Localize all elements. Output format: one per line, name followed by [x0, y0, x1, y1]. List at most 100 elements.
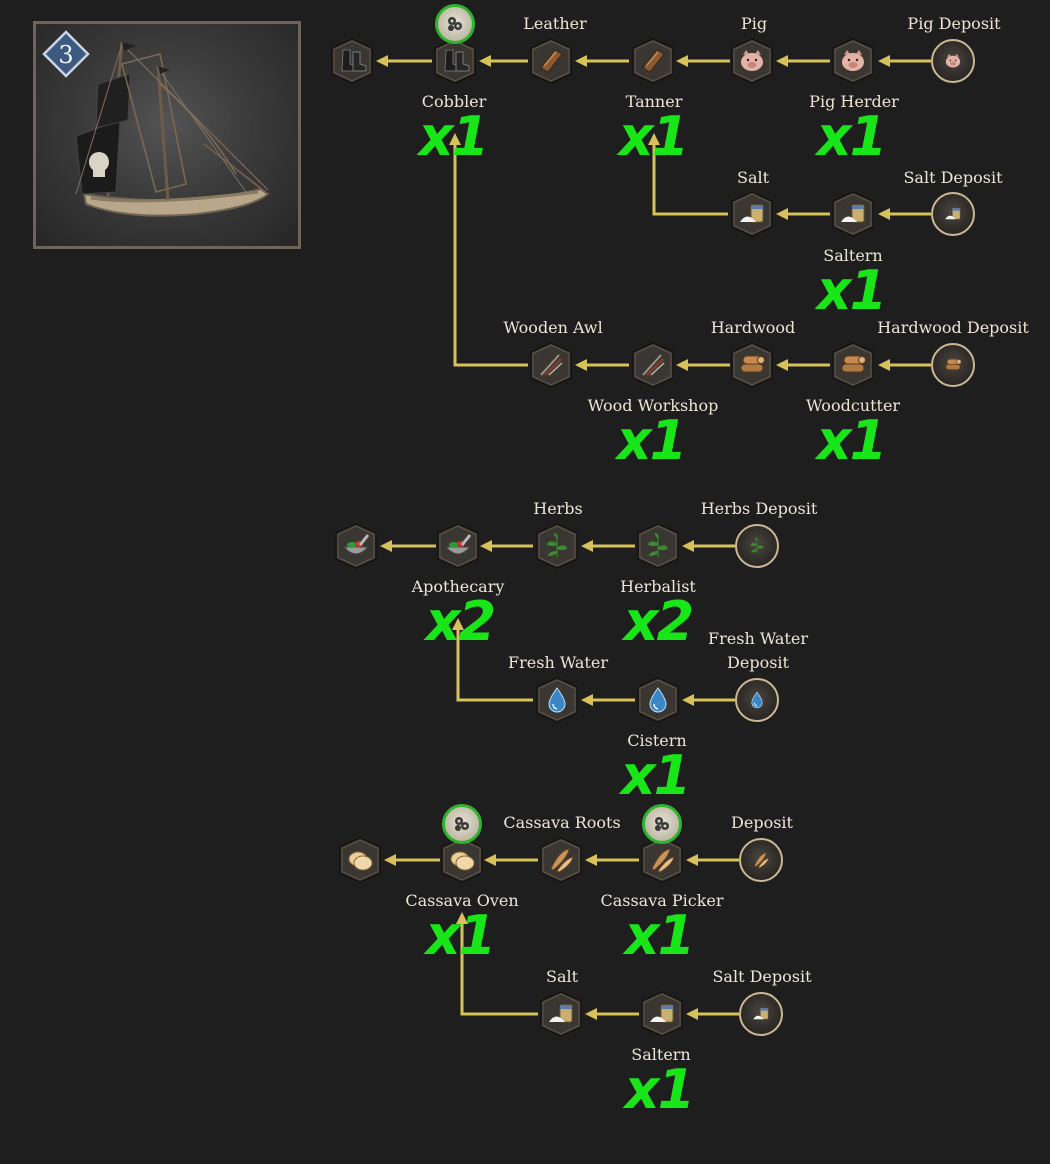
gear-cluster-icon: [448, 17, 462, 31]
awl-icon: [632, 342, 674, 388]
apothecary-label: Apothecary: [411, 577, 505, 596]
fresh-water-deposit-node[interactable]: [735, 678, 779, 722]
saltern-label-2: Saltern: [631, 1045, 691, 1064]
saltern-node-2[interactable]: [640, 991, 684, 1037]
arrow-c2-water-to-apothecary: [452, 618, 533, 702]
pig-herder-count: x1: [816, 105, 887, 168]
apothecary-node[interactable]: [436, 523, 480, 569]
saltern-node[interactable]: [831, 191, 875, 237]
salt-deposit-label: Salt Deposit: [903, 168, 1003, 187]
arrow-c1-wood-2: [676, 359, 730, 371]
arrow-c3-salt-to-oven: [456, 912, 538, 1016]
woodcutter-label: Woodcutter: [805, 396, 901, 415]
wood-workshop-node[interactable]: [631, 342, 675, 388]
arrow-c1-awl-to-cobbler: [449, 133, 528, 367]
cassava-root-icon: [641, 837, 683, 883]
arrow-c1-r1-1: [776, 55, 830, 67]
herbs-deposit-node[interactable]: [735, 524, 779, 568]
pig-label: Pig: [740, 14, 768, 33]
wooden-awl-label: Wooden Awl: [503, 318, 603, 337]
bread-product-node[interactable]: [338, 837, 382, 883]
logs-icon: [832, 342, 874, 388]
fresh-water-deposit-label: Fresh Water Deposit: [708, 627, 808, 675]
fresh-water-label: Fresh Water: [508, 653, 608, 672]
hardwood-deposit-node[interactable]: [931, 343, 975, 387]
salt-label-2: Salt: [545, 967, 579, 986]
pig-herder-node[interactable]: [831, 38, 875, 84]
hardwood-node[interactable]: [730, 342, 774, 388]
cassava-roots-node[interactable]: [539, 837, 583, 883]
salt-deposit-node[interactable]: [931, 192, 975, 236]
arrow-c2-r1-2: [480, 540, 533, 552]
boots-icon: [331, 38, 373, 84]
cassava-picker-upgrade-badge[interactable]: [642, 804, 682, 844]
arrow-c1-wood-0: [878, 359, 931, 371]
medicine-product-node[interactable]: [334, 523, 378, 569]
wood-workshop-count: x1: [616, 409, 687, 472]
leather-icon: [632, 38, 674, 84]
tier-number: 3: [58, 41, 73, 69]
arrow-c1-salt-to-tanner: [648, 133, 728, 216]
salt-node-2[interactable]: [539, 991, 583, 1037]
arrow-c1-salt-0: [878, 208, 931, 220]
herbalist-node[interactable]: [636, 523, 680, 569]
awl-icon: [530, 342, 572, 388]
arrow-c1-r1-5: [376, 55, 432, 67]
tier-badge: 3: [42, 30, 90, 78]
wood-workshop-label: Wood Workshop: [587, 396, 719, 415]
herbs-node[interactable]: [535, 523, 579, 569]
arrow-c3-r1-1: [585, 854, 639, 866]
cobbler-upgrade-badge[interactable]: [435, 4, 475, 44]
ship-portrait: 3: [33, 21, 301, 249]
cassava-picker-label: Cassava Picker: [600, 891, 724, 910]
pig-icon: [832, 38, 874, 84]
leather-node[interactable]: [529, 38, 573, 84]
cistern-node[interactable]: [636, 677, 680, 723]
fresh-water-node[interactable]: [535, 677, 579, 723]
saltern-count-2: x1: [624, 1058, 695, 1121]
woodcutter-node[interactable]: [831, 342, 875, 388]
cassava-oven-upgrade-badge[interactable]: [442, 804, 482, 844]
arrow-c1-wood-1: [776, 359, 830, 371]
cistern-label: Cistern: [627, 731, 687, 750]
arrow-c1-salt-1: [776, 208, 830, 220]
arrow-c3-r1-3: [384, 854, 440, 866]
arrow-c3-salt-0: [686, 1008, 739, 1020]
herbs-label: Herbs: [533, 499, 583, 518]
pig-icon: [731, 38, 773, 84]
herbalist-count: x2: [623, 590, 694, 653]
pig-deposit-node[interactable]: [931, 39, 975, 83]
boots-product-node[interactable]: [330, 38, 374, 84]
cobbler-count: x1: [418, 105, 489, 168]
herbs-icon: [750, 537, 764, 554]
woodcutter-count: x1: [816, 409, 887, 472]
cassava-oven-node[interactable]: [440, 837, 484, 883]
hardwood-deposit-label: Hardwood Deposit: [877, 318, 1029, 337]
cistern-count: x1: [620, 744, 691, 807]
cobbler-node[interactable]: [433, 38, 477, 84]
salt-label: Salt: [736, 168, 770, 187]
arrow-c2-water-1: [581, 694, 635, 706]
salt-deposit-node-2[interactable]: [739, 992, 783, 1036]
ship-icon: [75, 41, 270, 217]
pig-node[interactable]: [730, 38, 774, 84]
cassava-picker-node[interactable]: [640, 837, 684, 883]
tanner-node[interactable]: [631, 38, 675, 84]
arrow-c2-r1-1: [581, 540, 635, 552]
salt-node[interactable]: [730, 191, 774, 237]
wooden-awl-node[interactable]: [529, 342, 573, 388]
cassava-picker-count: x1: [624, 904, 695, 967]
gear-cluster-icon: [655, 817, 669, 831]
arrow-c1-wood-3: [575, 359, 629, 371]
cassava-oven-label: Cassava Oven: [405, 891, 519, 910]
cassava-deposit-node[interactable]: [739, 838, 783, 882]
arrow-c2-r1-3: [380, 540, 436, 552]
boots-icon: [434, 38, 476, 84]
fresh-water-deposit-line1: Fresh Water: [708, 629, 808, 648]
logs-icon: [731, 342, 773, 388]
leather-label: Leather: [523, 14, 587, 33]
herbs-icon: [536, 523, 578, 569]
water-drop-icon: [751, 691, 763, 709]
